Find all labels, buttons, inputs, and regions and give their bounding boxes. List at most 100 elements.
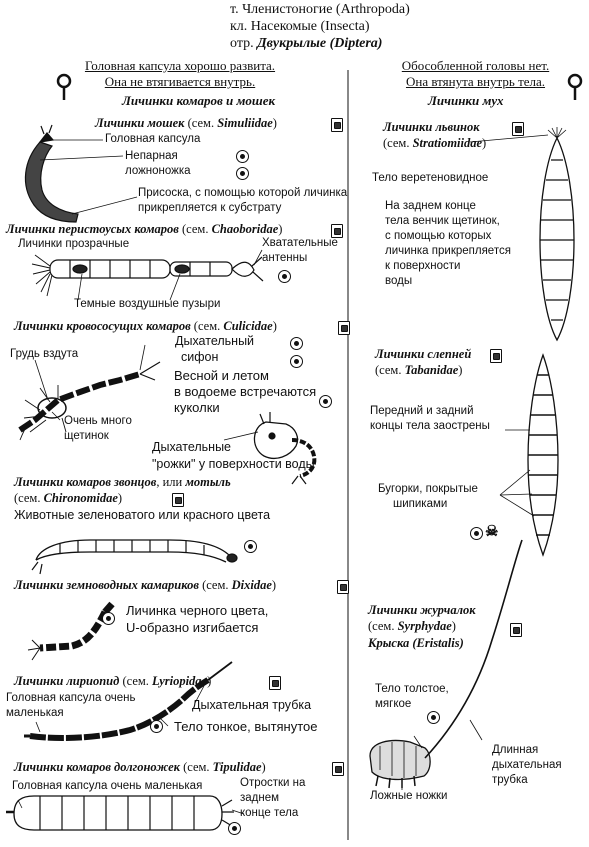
chaoboridae-transparent-label: Личинки прозрачные [18,238,130,250]
title2-ru: Крыска [368,636,413,650]
phylum-label: т. Членистоногие (Arthropoda) [230,2,410,17]
tipulidae-head-label: Головная капсула очень маленькая [12,780,203,792]
simuliidae-title: Личинки мошек (сем. Simuliidae) [95,116,277,131]
right-subtitle-1: Обособленной головы нет. [401,58,550,73]
leader-line [223,431,259,441]
stratiomyidae-note-2: тела венчик щетинок, [385,215,500,227]
leader-line [499,494,535,517]
habitat-icon [319,395,332,408]
title-ru: Личинки лириопид [14,674,120,688]
title-lat: Tipulidae [212,760,262,774]
book-icon [332,762,344,776]
title-ru: Личинки комаров звонцов [14,475,157,489]
right-subtitle-2: Она втянута внутрь тела. [405,74,546,89]
tabanidae-tuber-label-1: Бугорки, покрытые [378,483,478,495]
title-fam: (сем. [178,222,212,236]
chaoboridae-bubbles-label: Темные воздушные пузыри [74,298,221,310]
lyriopidae-title: Личинки лириопид (сем. Lyriopidae) [14,674,211,689]
title-close: ) [261,760,266,774]
habitat-icon [236,150,249,163]
lyriopidae-body-label: Тело тонкое, вытянутое [174,719,318,734]
culicidae-horns-label-1: Дыхательные [152,440,232,454]
title-ru: Личинки кровососущих комаров [14,319,191,333]
book-icon [510,623,522,637]
title-lat: Tabanidae [404,363,459,377]
tabanidae-title-1: Личинки слепней [375,347,472,361]
stratiomyidae-note-4: личинка прикрепляется [385,245,511,257]
tabanidae-larva-drawing [527,353,559,557]
chaoboridae-larva-drawing [31,254,264,297]
order-label: отр. Двукрылые (Diptera) [230,36,382,52]
tabanidae-ends-label-1: Передний и задний [370,405,474,417]
chironomidae-color-label: Животные зеленоватого или красного цвета [14,508,271,522]
culicidae-season-label-3: куколки [174,400,220,415]
title-close: ) [278,222,283,236]
habitat-icon [470,527,483,540]
syrphidae-title-1: Личинки журчалок [368,603,476,617]
leader-line [51,411,61,421]
title-fam: (сем. [14,491,44,505]
leader-line [17,799,23,809]
syrphidae-title-3: Крыска (Eristalis) [368,636,464,651]
culicidae-bristles-label-2: щетинок [64,430,109,442]
order-prefix: отр. [230,36,258,51]
leader-line [139,344,146,371]
leader-line [34,359,49,401]
simuliidae-larva-drawing [24,124,79,223]
title-mid: , или [156,475,186,489]
chironomidae-larva-drawing [31,539,238,575]
simuliidae-leg-label-1: Непарная [125,150,178,162]
tabanidae-title-2: (сем. Tabanidae) [375,363,462,378]
title-fam: (сем. [187,116,218,130]
title-ru: Личинки земноводных камариков [14,578,199,592]
book-icon [490,349,502,363]
title-lat: Stratiomiidae [412,136,483,150]
lyriopidae-tube-label: Дыхательная трубка [192,698,312,712]
habitat-icon [244,540,257,553]
simuliidae-sucker-label-1: Присоска, с помощью которой личинка [138,187,348,199]
title-ru: Личинки мошек [95,116,185,130]
title-fam: (сем. [375,363,405,377]
title-fam: (сем. [179,760,213,774]
title-lat: Lyriopidae [152,674,208,688]
syrphidae-legs-label: Ложные ножки [370,790,448,802]
syrphidae-tube-label-1: Длинная [492,744,539,756]
title-lat: Syrphydae [397,619,452,633]
title-close: ) [117,491,123,505]
title-close: ) [271,578,277,592]
book-icon [269,676,281,690]
culicidae-pupa-drawing [253,412,317,485]
book-icon [512,122,524,136]
chaoboridae-title: Личинки перистоусых комаров (сем. Chaobo… [6,222,282,237]
tipulidae-append-label-1: Отростки на [240,777,306,789]
title-ru: Личинки комаров долгоножек [14,760,180,774]
title-close: ) [272,116,277,130]
leader-line [253,249,263,266]
chaoboridae-antennae-label-1: Хватательные [262,237,338,249]
title-fam: (сем. [368,619,398,633]
key-icon-right [567,73,583,100]
habitat-icon [228,822,241,835]
leader-line [194,683,206,704]
stratiomyidae-body-label: Тело веретеновидное [372,172,489,184]
leader-line [169,273,181,301]
simuliidae-leg-label-2: ложноножка [125,165,191,177]
chironomidae-title-1: Личинки комаров звонцов, или мотыль [14,475,231,490]
stratiomyidae-note-5: к поверхности [385,260,461,272]
key-icon-left [56,73,72,100]
syrphidae-body-label-2: мягкое [375,698,412,710]
stratiomyidae-note-3: с помощью которых [385,230,492,242]
left-subtitle-2: Она не втягивается внутрь. [104,74,256,89]
leader-line [499,493,533,496]
title-close: ) [272,319,277,333]
tipulidae-title: Личинки комаров долгоножек (сем. Tipulid… [14,760,266,775]
stratiomyidae-title-1: Личинки львинок [383,120,480,134]
lyriopidae-head-label-2: маленькая [6,707,64,719]
leader-line [157,715,169,727]
title-ru: Личинки перистоусых комаров [6,222,179,236]
culicidae-chest-label: Грудь вздута [10,348,79,360]
title-ru2: мотыль [185,475,231,489]
syrphidae-tube-label-2: дыхательная [492,759,562,771]
dixidae-note-2: U-образно изгибается [126,620,259,635]
book-icon [331,118,343,132]
